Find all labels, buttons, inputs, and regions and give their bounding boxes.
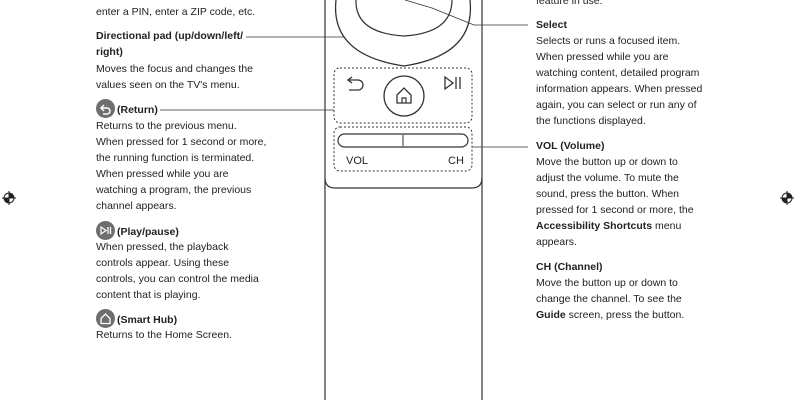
playpause-desc-1: When pressed, the playback <box>96 241 229 253</box>
play-pause-icon <box>96 221 115 240</box>
vol-desc-2: adjust the volume. To mute the <box>536 172 679 184</box>
play-pause-button[interactable] <box>444 75 461 91</box>
vol-label: VOL <box>346 155 369 167</box>
vol-desc-1: Move the button up or down to <box>536 156 678 168</box>
left-top-fragment: enter a PIN, enter a ZIP code, etc. <box>96 6 256 18</box>
ch-screen-text: screen, press the button. <box>565 309 685 321</box>
dpad-title-line1: Directional pad (up/down/left/ <box>96 30 243 42</box>
select-desc-6: the functions displayed. <box>536 115 646 127</box>
vol-desc-4: pressed for 1 second or more, the <box>536 204 694 216</box>
return-desc-3: the running function is terminated. <box>96 152 255 164</box>
vol-desc-5: Accessibility Shortcuts menu <box>536 218 681 234</box>
registration-mark-left <box>2 191 16 205</box>
ch-desc-2: change the channel. To see the <box>536 293 682 305</box>
select-desc-2: When pressed while you are <box>536 51 669 63</box>
home-icon <box>96 309 115 328</box>
return-button[interactable] <box>346 76 364 91</box>
playpause-desc-2: controls appear. Using these <box>96 257 230 269</box>
select-desc-1: Selects or runs a focused item. <box>536 35 681 47</box>
directional-pad[interactable] <box>334 0 472 67</box>
vol-ch-rocker[interactable] <box>337 133 469 148</box>
return-desc-2: When pressed for 1 second or more, <box>96 136 267 148</box>
dpad-desc-2: values seen on the TV's menu. <box>96 79 240 91</box>
return-desc-5: watching a program, the previous <box>96 184 252 196</box>
smarthub-title: (Smart Hub) <box>117 314 178 326</box>
return-heading: (Return) <box>96 99 158 118</box>
ch-desc-1: Move the button up or down to <box>536 277 678 289</box>
playpause-desc-4: content that is playing. <box>96 289 201 301</box>
smarthub-desc-1: Returns to the Home Screen. <box>96 329 232 341</box>
return-desc-4: When pressed while you are <box>96 168 229 180</box>
playpause-heading: (Play/pause) <box>96 221 179 240</box>
select-desc-4: information appears. When pressed <box>536 83 703 95</box>
select-desc-5: again, you can select or run any of <box>536 99 697 111</box>
vol-desc-3: sound, press the button. When <box>536 188 680 200</box>
return-title: (Return) <box>117 104 158 116</box>
vol-menu-text: menu <box>652 220 682 232</box>
right-top-fragment: feature in use. <box>536 0 603 7</box>
dpad-desc-1: Moves the focus and changes the <box>96 63 254 75</box>
smart-hub-button[interactable] <box>383 75 425 117</box>
select-title: Select <box>536 19 567 31</box>
return-desc-1: Returns to the previous menu. <box>96 120 237 132</box>
ch-title: CH (Channel) <box>536 261 603 273</box>
playpause-title: (Play/pause) <box>117 226 179 238</box>
vol-title: VOL (Volume) <box>536 140 605 152</box>
ch-desc-3: Guide screen, press the button. <box>536 307 684 323</box>
playpause-desc-3: controls, you can control the media <box>96 273 259 285</box>
registration-mark-right <box>780 191 794 205</box>
vol-desc-6: appears. <box>536 236 577 248</box>
select-desc-3: watching content, detailed program <box>536 67 700 79</box>
return-desc-6: channel appears. <box>96 200 177 212</box>
ch-label: CH <box>448 155 464 167</box>
smarthub-heading: (Smart Hub) <box>96 309 177 328</box>
dpad-title-line2: right) <box>96 46 123 58</box>
accessibility-shortcuts-text: Accessibility Shortcuts <box>536 220 653 232</box>
return-icon <box>96 99 115 118</box>
guide-text: Guide <box>536 309 566 321</box>
